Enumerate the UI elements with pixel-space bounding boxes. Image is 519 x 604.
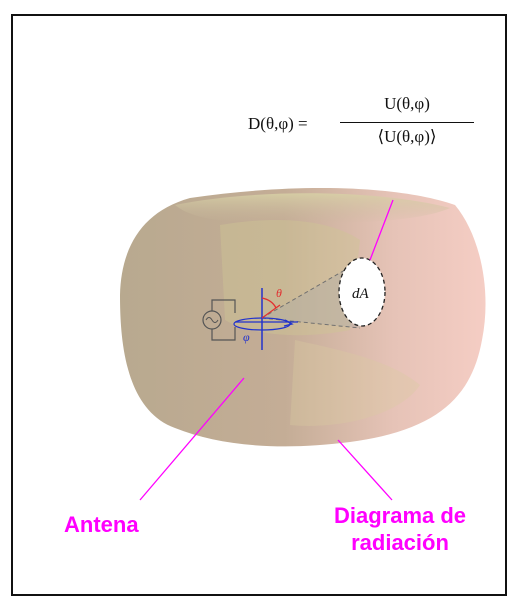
radiation-pattern-label-line2: radiación [351, 530, 449, 555]
radiation-pattern-label-line1: Diagrama de [333, 503, 467, 528]
solid-top-rim [175, 193, 450, 224]
antenna-feed [211, 299, 236, 341]
theta-arc [261, 297, 277, 309]
cone-fill [262, 266, 360, 328]
area-element [338, 257, 386, 327]
source-wave [205, 317, 219, 323]
cone-line [261, 265, 353, 319]
area-element-label: dA [352, 286, 370, 302]
radiation-solid [120, 188, 486, 447]
theta-label: θ [276, 286, 282, 300]
antenna-label: Antena [64, 512, 139, 537]
formula-lhs: D(θ,φ) = [248, 114, 308, 133]
formula-numerator: U(θ,φ) [384, 94, 430, 113]
solid-shading [290, 340, 420, 426]
directivity-formula: D(θ,φ) = U(θ,φ) ⟨U(θ,φ)⟩ [248, 92, 488, 162]
formula-fraction-bar [340, 122, 474, 123]
formula-denominator: ⟨U(θ,φ)⟩ [377, 127, 437, 146]
formula-leader-line [369, 199, 394, 261]
pattern-leader-line [337, 439, 393, 501]
phi-arrow-icon [283, 319, 294, 327]
radiation-pattern-label: Diagrama de radiación [300, 502, 500, 556]
antenna-leader-line [139, 377, 245, 501]
solid-shading [220, 220, 360, 336]
theta-ray [261, 304, 281, 319]
phi-label: φ [243, 330, 250, 344]
